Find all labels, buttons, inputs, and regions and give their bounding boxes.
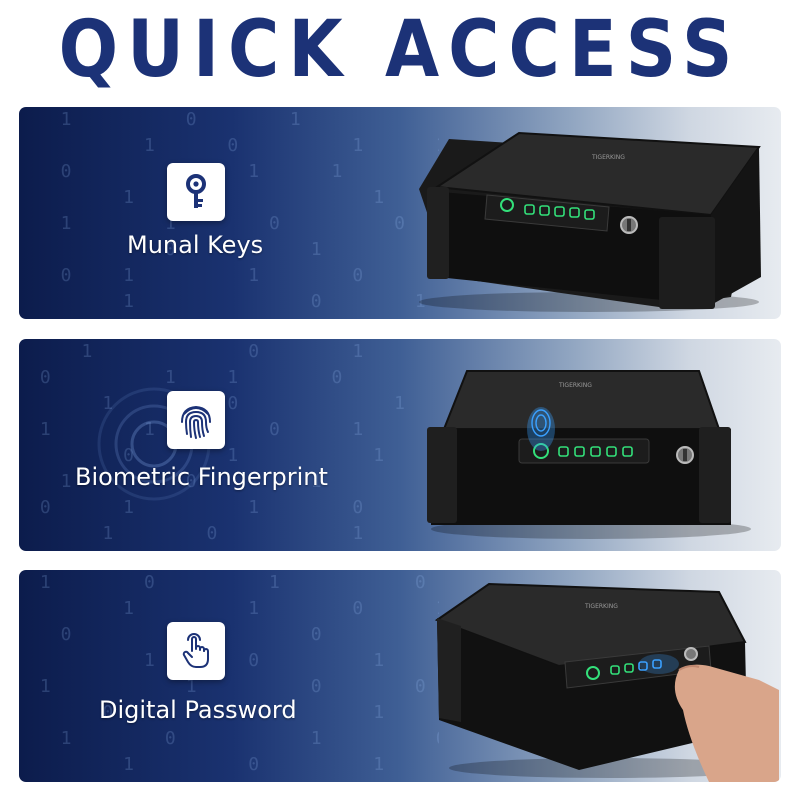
brand-logo: TIGERKING: [584, 603, 618, 610]
key-icon: [186, 174, 206, 208]
binary-texture: 1 0 1 0 1 1 0 1 0 1 0 1 1 0 1 1 1 0 0 1 …: [39, 572, 439, 775]
page-title: QUICK ACCESS: [58, 3, 742, 95]
feature-label-password: Digital Password: [99, 696, 297, 724]
fingerprint-icon-box: [167, 391, 225, 449]
brand-logo: TIGERKING: [591, 154, 625, 161]
feature-panel-fingerprint: 1 0 1 0 1 1 0 1 1 0 1 1 1 0 1 0 0 1 1 1 …: [19, 339, 781, 551]
feature-label-fingerprint: Biometric Fingerprint: [75, 463, 328, 491]
fingerprint-rings-decoration: [97, 387, 211, 501]
key-icon-box: [167, 163, 225, 221]
binary-texture: 1 0 1 0 1 0 1 1 0 1 1 0 0 1 0 1 1 1 1 0 …: [60, 109, 439, 312]
touch-icon-box: [167, 622, 225, 680]
brand-logo: TIGERKING: [558, 382, 592, 389]
feature-panel-password: 1 0 1 0 1 1 0 1 0 1 0 1 1 0 1 1 1 0 0 1 …: [19, 570, 781, 782]
safe-image-keys: TIGERKING: [419, 131, 761, 312]
safe-image-fingerprint: TIGERKING: [427, 370, 751, 539]
feature-panel-keys: 1 0 1 0 1 0 1 1 0 1 1 0 0 1 0 1 1 1 1 0 …: [19, 107, 781, 319]
fingerprint-icon: [181, 405, 211, 439]
touch-hand-icon: [182, 633, 209, 668]
feature-label-keys: Munal Keys: [127, 231, 264, 259]
safe-image-password: TIGERKING: [434, 582, 779, 782]
binary-texture: 1 0 1 0 1 1 0 1 1 0 1 1 1 0 1 0 0 1 1 1 …: [39, 341, 439, 544]
